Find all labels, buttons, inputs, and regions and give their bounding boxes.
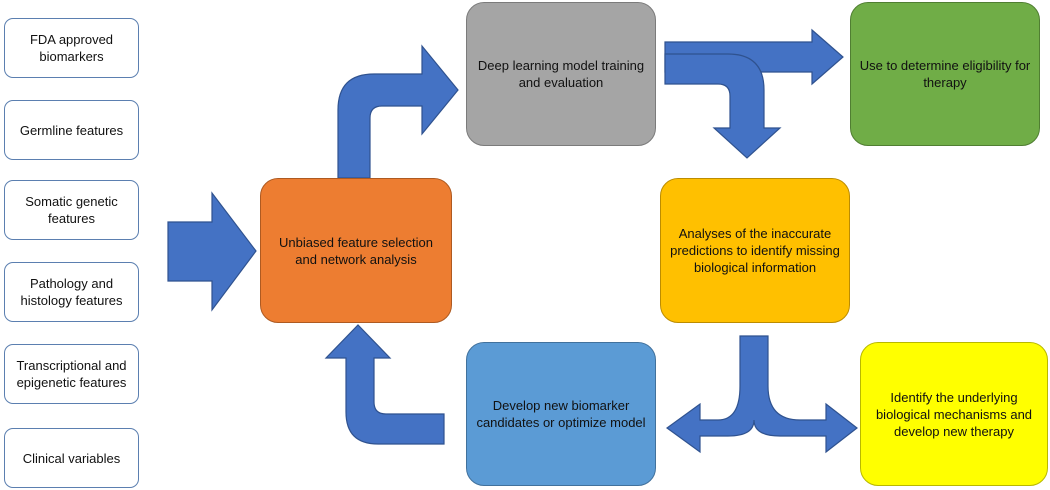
feature-label: Germline features bbox=[19, 122, 124, 138]
selection-to-training-arrow bbox=[337, 44, 459, 179]
analyses-box: Analyses of the inaccurate predictions t… bbox=[660, 178, 850, 323]
feature-box-clinical: Clinical variables bbox=[4, 428, 139, 488]
biomarker-to-selection-arrow bbox=[324, 324, 445, 445]
feature-label: Transcriptional and epigenetic features bbox=[16, 358, 127, 390]
analyses-split-arrow bbox=[665, 335, 858, 454]
feature-selection-label: Unbiased feature selection and network a… bbox=[279, 234, 433, 267]
feature-box-germline: Germline features bbox=[4, 100, 139, 160]
eligibility-label: Use to determine eligibility for therapy bbox=[859, 58, 1031, 90]
feature-selection-box: Unbiased feature selection and network a… bbox=[260, 178, 452, 323]
feature-box-transcriptional: Transcriptional and epigenetic features bbox=[4, 344, 139, 404]
develop-biomarker-box: Develop new biomarker candidates or opti… bbox=[466, 342, 656, 486]
analyses-label: Analyses of the inaccurate predictions t… bbox=[670, 226, 840, 275]
deep-learning-box: Deep learning model training and evaluat… bbox=[466, 2, 656, 146]
feature-box-pathology: Pathology and histology features bbox=[4, 262, 139, 322]
feature-box-somatic: Somatic genetic features bbox=[4, 180, 139, 240]
feature-label: Clinical variables bbox=[22, 450, 121, 466]
feature-label: Somatic genetic features bbox=[25, 194, 118, 226]
feature-box-fda-biomarkers: FDA approved biomarkers bbox=[4, 18, 139, 78]
mechanisms-label: Identify the underlying biological mecha… bbox=[875, 389, 1033, 439]
develop-biomarker-label: Develop new biomarker candidates or opti… bbox=[476, 398, 646, 430]
feature-label: Pathology and histology features bbox=[20, 276, 123, 308]
deep-learning-label: Deep learning model training and evaluat… bbox=[477, 58, 645, 90]
input-arrow bbox=[167, 191, 257, 312]
mechanisms-box: Identify the underlying biological mecha… bbox=[860, 342, 1048, 486]
eligibility-box: Use to determine eligibility for therapy bbox=[850, 2, 1040, 146]
training-to-analyses-arrow bbox=[664, 53, 782, 159]
feature-label: FDA approved biomarkers bbox=[29, 32, 114, 64]
